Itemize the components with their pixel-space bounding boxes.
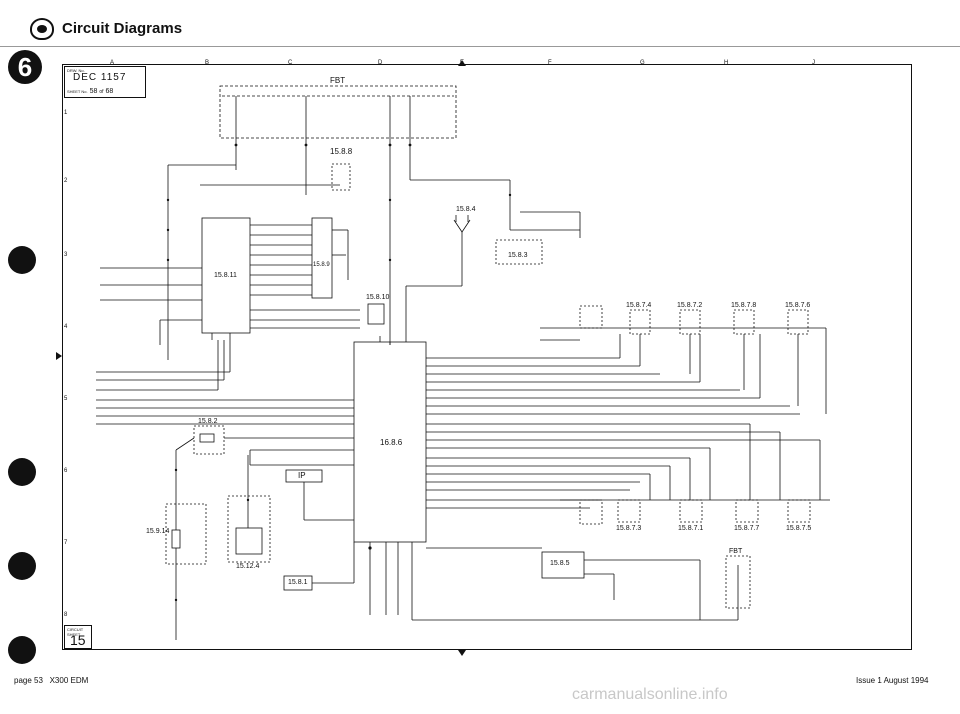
grid-row-7: 7 — [64, 540, 68, 546]
label-15-8-5: 15.8.5 — [550, 560, 570, 567]
drawing-number-label: DRW. No. — [67, 68, 85, 73]
grid-col-c: C — [288, 60, 293, 66]
binder-hole-3 — [8, 552, 36, 580]
footer-page: page 53 X300 EDM — [14, 676, 88, 685]
grid-row-2: 2 — [64, 178, 68, 184]
grid-col-g: G — [640, 60, 645, 66]
sheet-of: of — [99, 89, 104, 95]
label-15-8-3: 15.8.3 — [508, 252, 528, 259]
label-15-8-4: 15.8.4 — [456, 206, 476, 213]
footer-issue: Issue 1 August 1994 — [856, 676, 929, 685]
grid-row-6: 6 — [64, 468, 68, 474]
label-15-8-7-3: 15.8.7.3 — [616, 525, 642, 532]
section-tab-number: 6 — [8, 50, 42, 84]
drawing-number-box: DRW. No. DEC 1157 SHEET No. 58 of 68 — [64, 66, 146, 98]
page-title: Circuit Diagrams — [62, 20, 183, 37]
label-15-8-11: 15.8.11 — [214, 272, 237, 279]
sheet-total: 68 — [105, 88, 114, 95]
grid-row-8: 8 — [64, 612, 68, 618]
label-15-8-2: 15.8.2 — [198, 418, 218, 425]
circuit-sheet-box: CIRCUIT SHEET 15 — [64, 625, 92, 649]
grid-row-1: 1 — [64, 110, 68, 116]
label-15-8-10: 15.8.10 — [366, 294, 390, 301]
page-number: page 53 — [14, 676, 43, 685]
drawing-number: DEC 1157 — [73, 72, 127, 83]
label-15-12-4: 15.12.4 — [236, 563, 260, 570]
label-15-8-7-1: 15.8.7.1 — [678, 525, 704, 532]
grid-col-a: A — [110, 60, 115, 66]
label-15-8-7-4: 15.8.7.4 — [626, 302, 652, 309]
binder-hole-4 — [8, 636, 36, 664]
label-15-8-7-8: 15.8.7.8 — [731, 302, 757, 309]
sheet-no: 58 — [89, 88, 98, 95]
grid-row-3: 3 — [64, 252, 68, 258]
label-fbt-top: FBT — [330, 76, 346, 85]
sheet-number: SHEET No. 58 of 68 — [67, 88, 113, 95]
jaguar-logo-icon — [30, 18, 54, 40]
label-15-8-7-5: 15.8.7.5 — [786, 525, 812, 532]
label-15-9-14: 15.9.14 — [146, 528, 170, 535]
grid-row-5: 5 — [64, 396, 68, 402]
grid-col-d: D — [378, 60, 383, 66]
binder-hole-1 — [8, 246, 36, 274]
header-divider — [0, 46, 960, 47]
grid-col-j: J — [812, 60, 815, 66]
sheet-label: SHEET No. — [67, 89, 88, 94]
label-15-8-8: 15.8.8 — [330, 147, 353, 156]
grid-col-h: H — [724, 60, 729, 66]
label-15-8-7-7: 15.8.7.7 — [734, 525, 760, 532]
model-name: X300 EDM — [49, 676, 89, 685]
label-16-8-6: 16.8.6 — [380, 438, 403, 447]
label-ip: IP — [298, 471, 306, 480]
label-15-8-7-6: 15.8.7.6 — [785, 302, 811, 309]
label-15-8-9: 15.8.9 — [313, 262, 330, 268]
circuit-sheet-label: CIRCUIT SHEET — [67, 627, 84, 637]
diagram-frame — [62, 64, 912, 650]
grid-row-4: 4 — [64, 324, 68, 330]
label-15-8-7-2: 15.8.7.2 — [677, 302, 703, 309]
label-fbt-right: FBT — [729, 548, 743, 555]
grid-col-b: B — [205, 60, 210, 66]
circuit-sheet-number: 15 — [70, 632, 86, 648]
watermark: carmanualsonline.info — [572, 686, 728, 703]
grid-col-f: F — [548, 60, 552, 66]
label-15-8-1: 15.8.1 — [288, 579, 308, 586]
binder-hole-2 — [8, 458, 36, 486]
